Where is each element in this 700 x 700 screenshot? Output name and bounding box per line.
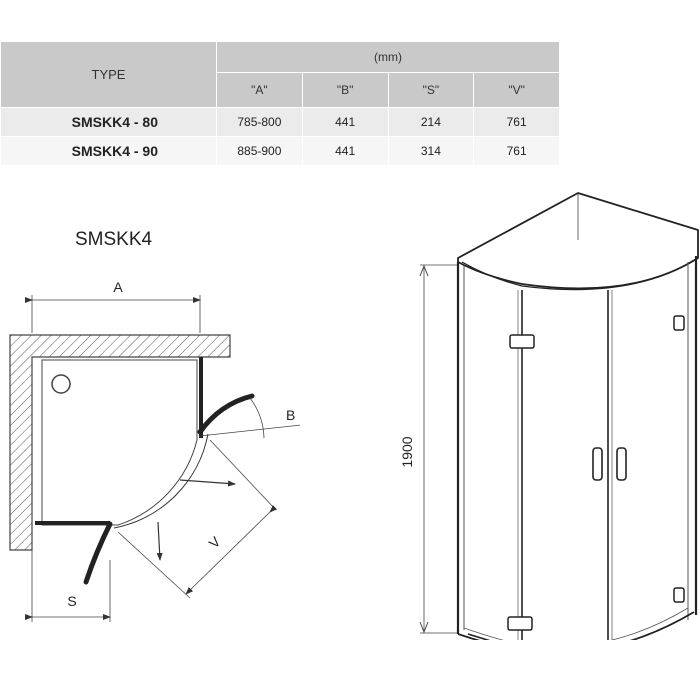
dimension-a-label: A	[113, 279, 123, 295]
drain-icon	[51, 374, 71, 394]
plan-title: SMSKK4	[75, 229, 153, 250]
model-name: SMSKK4 - 80	[0, 107, 217, 137]
elevation-drawing: 1900	[399, 192, 699, 640]
dimension-v-label: V	[206, 533, 224, 551]
value-s: 314	[387, 136, 475, 166]
column-header-a: "A"	[216, 72, 303, 108]
type-header: TYPE	[0, 41, 217, 108]
handle-right-icon	[616, 447, 627, 481]
dimension-b-label: B	[286, 407, 295, 423]
height-dimension-label: 1900	[399, 436, 415, 467]
hinge-bottom-left-icon	[507, 616, 533, 631]
spec-table: TYPE (mm) "A" "B" "S" "V" SMSKK4 - 80 78…	[0, 41, 560, 166]
dimension-b-arc	[249, 397, 265, 439]
hinge-top-left-icon	[509, 334, 535, 349]
model-name: SMSKK4 - 90	[0, 136, 217, 166]
handle-left-icon	[592, 447, 603, 481]
door-swing-arc	[113, 433, 209, 529]
door-panel-left-elevation	[467, 290, 523, 640]
swing-arrow-down	[156, 521, 163, 561]
table-row: SMSKK4 - 90 885-900 441 314 761	[0, 136, 560, 166]
column-header-b: "B"	[301, 72, 389, 108]
value-a: 885-900	[216, 136, 303, 166]
door-panel-right	[197, 393, 255, 435]
column-header-v: "V"	[473, 72, 560, 108]
dimension-v-line	[185, 504, 278, 595]
bottom-frame	[457, 611, 695, 640]
unit-header: (mm)	[216, 41, 560, 73]
dimension-s-label: S	[67, 593, 76, 609]
value-v: 761	[473, 107, 560, 137]
swing-arrow-right	[179, 479, 236, 487]
hinge-bottom-right-icon	[673, 587, 685, 603]
wall-hatch	[9, 334, 231, 551]
value-s: 214	[387, 107, 475, 137]
tray-outline	[41, 359, 198, 526]
plan-view-drawing: A B S V	[9, 279, 300, 622]
hinge-top-right-icon	[673, 315, 685, 331]
value-b: 441	[301, 136, 389, 166]
door-panel-left	[83, 521, 113, 585]
value-v: 761	[473, 136, 560, 166]
column-header-s: "S"	[387, 72, 475, 108]
value-a: 785-800	[216, 107, 303, 137]
value-b: 441	[301, 107, 389, 137]
table-row: SMSKK4 - 80 785-800 441 214 761	[0, 107, 560, 137]
